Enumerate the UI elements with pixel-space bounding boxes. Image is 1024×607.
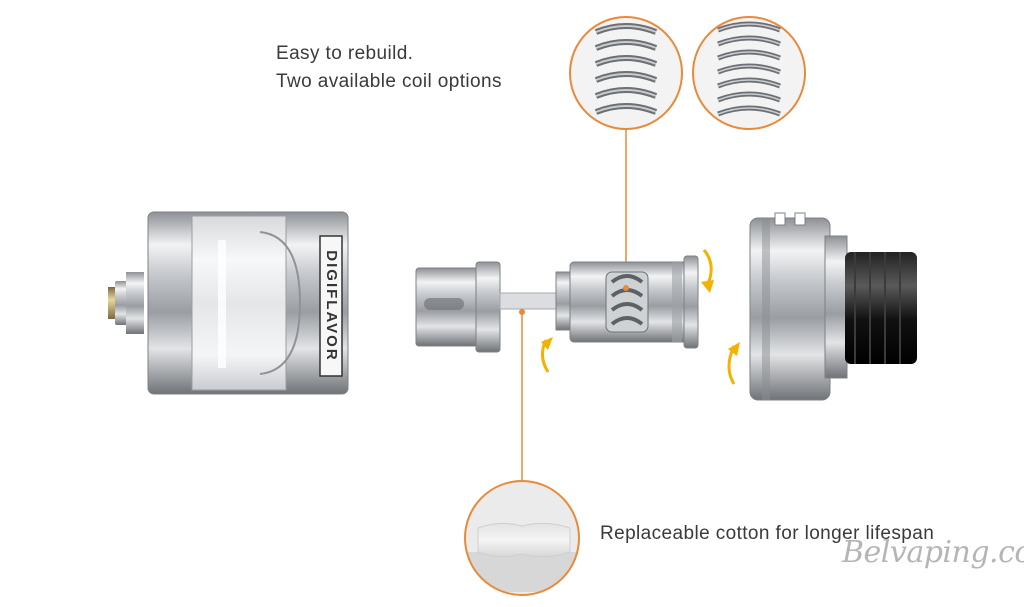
chimney-flange — [475, 261, 501, 353]
cotton-caption: Replaceable cotton for longer lifespan — [600, 523, 935, 544]
rebuild-caption: Easy to rebuild. Two available coil opti… — [276, 40, 502, 96]
brand-label: DIGIFLAVOR — [323, 250, 340, 361]
cotton-wick — [499, 292, 559, 310]
coil-option-2-callout — [692, 16, 806, 130]
rotation-arrows — [541, 249, 740, 385]
cotton-callout — [464, 480, 580, 596]
rebuild-caption-line1: Easy to rebuild. — [276, 43, 414, 64]
rebuild-caption-line2: Two available coil options — [276, 71, 502, 92]
watermark: Belvaping.com — [842, 535, 1024, 570]
coil-pointer-dot — [623, 285, 629, 291]
base-assembly — [749, 212, 917, 401]
connector-pin — [108, 287, 116, 319]
connector-base — [126, 272, 144, 334]
coil-head — [555, 255, 699, 349]
tank-section: DIGIFLAVOR — [108, 211, 349, 395]
tank-glass — [191, 215, 287, 391]
brand-label-box — [319, 235, 343, 377]
rotate-arrow-2 — [702, 249, 713, 285]
connector-collar — [115, 281, 127, 325]
chimney-piece — [415, 261, 501, 353]
cotton-pointer-dot — [519, 309, 525, 315]
coil-option-1-callout — [569, 16, 683, 130]
